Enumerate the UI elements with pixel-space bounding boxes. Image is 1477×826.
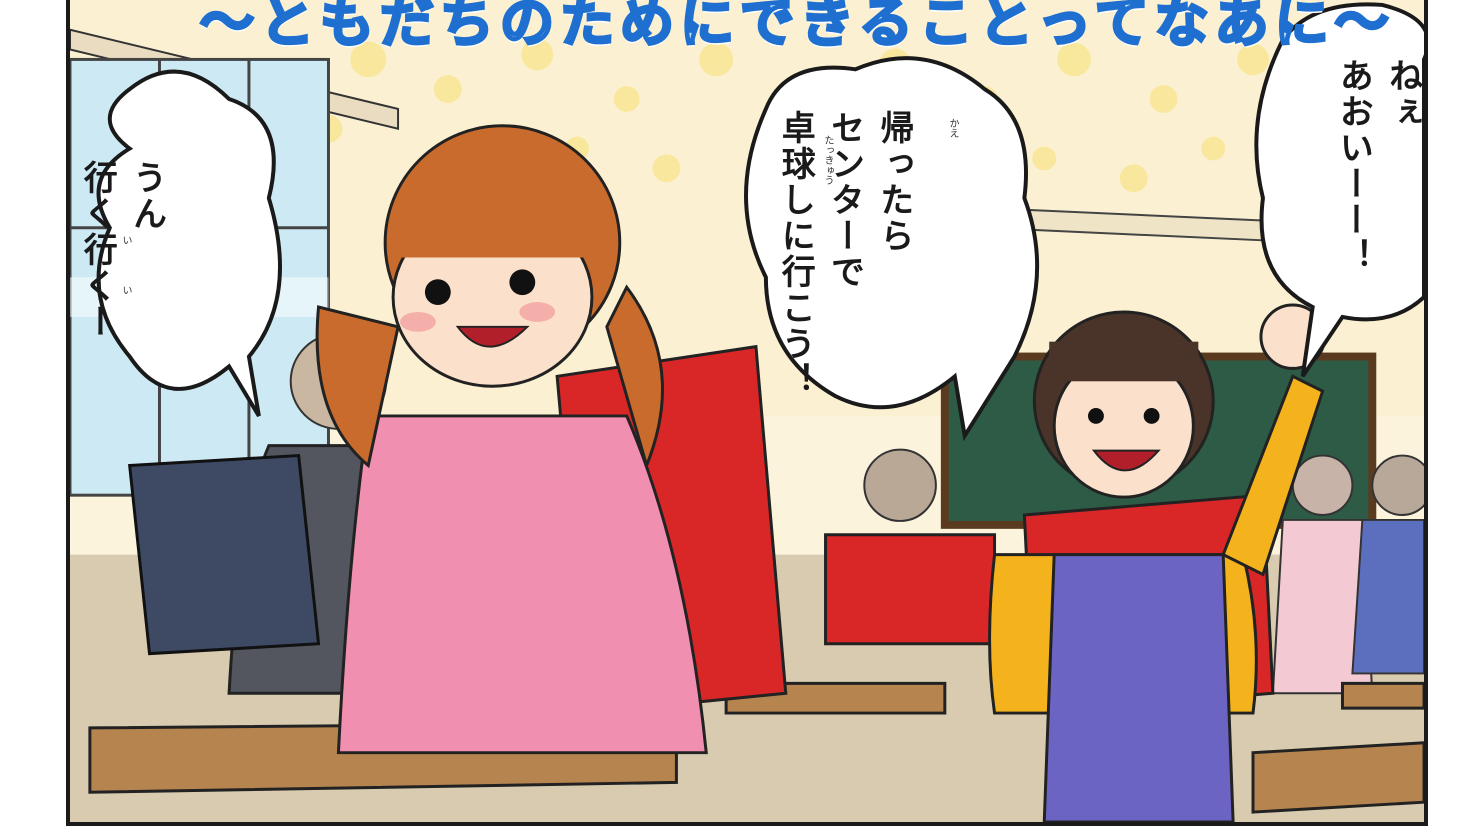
girl-waving	[988, 303, 1327, 822]
purple-overalls	[1042, 553, 1235, 822]
classmate-right-2	[1351, 454, 1424, 675]
navy-backpack	[128, 453, 321, 656]
speech-bubble-right	[1254, 2, 1424, 378]
furigana-kaeru: かえ	[947, 118, 958, 138]
speech-text-right: ねぇ あおいーー！	[1333, 58, 1423, 274]
speech-text-left: うん 行く行くー	[77, 160, 167, 340]
speech-bubble-middle	[744, 56, 1040, 442]
speech-text-middle: 帰ったら センターで 卓球しに行こう！	[775, 110, 914, 398]
episode-title: 〜ともだちのためにできることってなあに〜	[199, 0, 1395, 56]
classmate-right-1	[1271, 454, 1374, 695]
manga-panel	[66, 0, 1428, 826]
furigana-iku-1: い	[120, 235, 131, 245]
speech-bubble-left	[96, 69, 282, 417]
classroom-illustration	[70, 0, 1424, 822]
furigana-takkyuu: たっきゅう	[822, 135, 833, 185]
furigana-iku-2: い	[120, 285, 131, 295]
girl-pink-hoodie	[315, 124, 788, 755]
pink-hoodie	[336, 414, 708, 755]
